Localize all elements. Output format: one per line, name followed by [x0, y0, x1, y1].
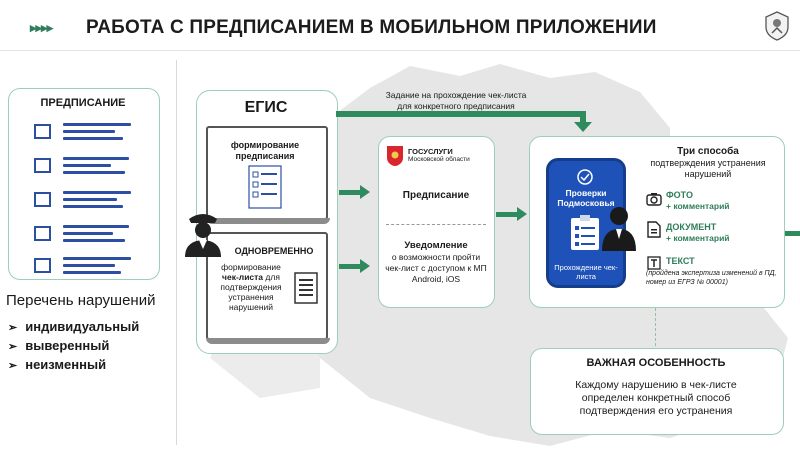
gosuslugi-brand: ГОСУСЛУГИ — [408, 147, 453, 156]
list-line — [63, 157, 129, 160]
checkbox-icon — [34, 158, 51, 173]
list-line — [63, 123, 131, 126]
arrow-head — [574, 122, 592, 132]
header-divider — [0, 50, 800, 51]
checkbox-icon — [34, 124, 51, 139]
egis-title: ЕГИС — [244, 99, 288, 116]
clipboard-icon — [571, 215, 599, 250]
arrow-head — [360, 259, 370, 273]
ways-text: подтверждения устранения нарушений — [650, 158, 766, 179]
emblem-icon — [765, 11, 789, 41]
method-name: ТЕКСТ — [666, 256, 695, 266]
inspector-icon — [185, 214, 221, 257]
list-line — [63, 171, 125, 174]
list-line — [63, 191, 131, 194]
prescription-label: Предписание — [402, 190, 470, 201]
coat-of-arms-icon — [387, 146, 403, 166]
simultaneous-title: ОДНОВРЕМЕННО — [234, 246, 314, 256]
list-line — [63, 232, 113, 235]
header-chevrons: ▸▸▸▸ — [30, 20, 53, 35]
list-line — [63, 271, 121, 274]
method-sub: + комментарий — [666, 233, 730, 243]
list-item: ➢неизменный — [8, 357, 107, 372]
page-title: РАБОТА С ПРЕДПИСАНИЕМ В МОБИЛЬНОМ ПРИЛОЖ… — [86, 17, 657, 38]
dashed-connector — [655, 308, 656, 346]
notification-title: Уведомление — [404, 240, 468, 251]
method-sub: + комментарий — [666, 201, 730, 211]
feature-title: ВАЖНАЯ ОСОБЕННОСТЬ — [586, 357, 726, 369]
feature-text: Каждому нарушению в чек-листе определен … — [575, 379, 737, 417]
prescription-card — [8, 88, 160, 280]
form-title: формирование предписания — [230, 140, 300, 161]
app-bottom-label: Прохождение чек-листа — [554, 263, 618, 281]
text-icon — [647, 256, 661, 270]
ways-title: Три способа — [677, 146, 739, 157]
list-line — [63, 257, 131, 260]
prescription-title: ПРЕДПИСАНИЕ — [40, 97, 126, 109]
check-circle-icon — [577, 169, 593, 185]
checkbox-icon — [34, 192, 51, 207]
arrow-right — [785, 231, 800, 236]
list-item: ➢индивидуальный — [8, 319, 140, 334]
task-arrow-down — [580, 111, 586, 123]
checklist-doc-icon — [294, 272, 318, 304]
checkbox-icon — [34, 258, 51, 273]
list-line — [63, 164, 111, 167]
checkbox-icon — [34, 226, 51, 241]
arrow-head — [360, 185, 370, 199]
section-divider — [176, 60, 177, 445]
monitor-stand — [206, 338, 330, 344]
arrow-right — [339, 264, 361, 269]
form-document-icon — [248, 165, 282, 209]
list-line — [63, 225, 129, 228]
method-name: ДОКУМЕНТ — [666, 222, 717, 232]
gos-divider — [386, 224, 486, 225]
method-name: ФОТО — [666, 190, 693, 200]
document-icon — [647, 221, 661, 238]
monitor-stand — [206, 218, 330, 224]
arrow-head — [517, 207, 527, 221]
list-line — [63, 137, 123, 140]
user-icon — [602, 207, 636, 251]
list-item: ➢выверенный — [8, 338, 110, 353]
camera-icon — [646, 193, 662, 206]
gosuslugi-region: Московской области — [408, 156, 470, 163]
list-line — [63, 264, 115, 267]
violations-list-title: Перечень нарушений — [6, 292, 156, 309]
app-title: Проверки Подмосковья — [557, 188, 615, 208]
arrow-right — [496, 212, 518, 217]
method-sub: (пройдена экспертиза изменений в ПД, ном… — [646, 270, 777, 286]
arrow-right — [339, 190, 361, 195]
list-line — [63, 239, 125, 242]
task-arrow — [336, 111, 586, 117]
list-line — [63, 130, 115, 133]
list-line — [63, 198, 117, 201]
notification-text: о возможности пройти чек-лист с доступом… — [385, 252, 487, 284]
list-line — [63, 205, 123, 208]
important-feature-card — [530, 348, 784, 435]
